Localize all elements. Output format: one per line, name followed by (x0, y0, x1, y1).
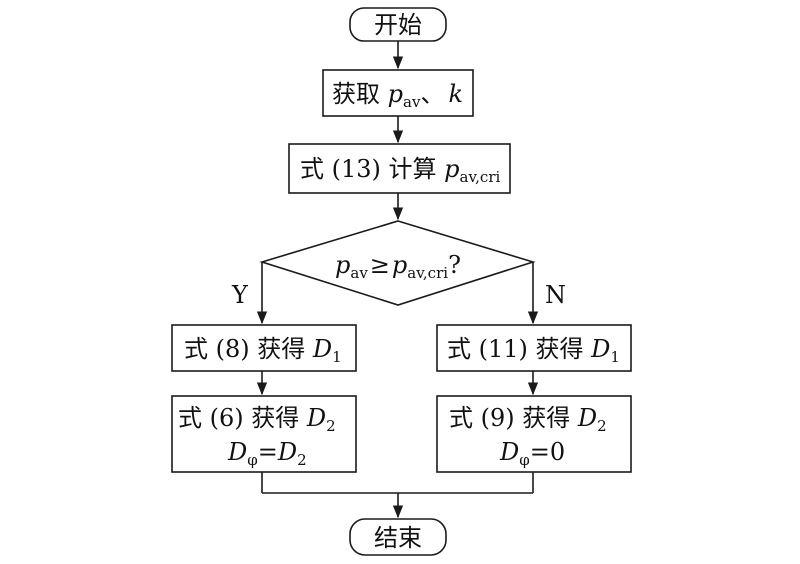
get-params-label: 获取 pav、k (332, 80, 463, 111)
left-d1-box (171, 324, 357, 372)
yes-label: Y (231, 281, 249, 309)
right-d2-line2: Dφ=0 (499, 438, 565, 469)
left-d2-line1: 式 (6) 获得 D2 (178, 404, 336, 435)
left-d1-label: 式 (8) 获得 D1 (184, 335, 342, 366)
left-d2-line2: Dφ=D2 (227, 438, 307, 469)
end-label: 结束 (374, 524, 422, 552)
right-d2-box (436, 395, 632, 473)
left-d2-box (171, 395, 357, 473)
decision-label: pav≥pav,cri? (335, 251, 461, 282)
start-label: 开始 (374, 11, 422, 39)
right-d2-line1: 式 (9) 获得 D2 (449, 404, 607, 435)
no-label: N (545, 281, 566, 309)
get-params-box (322, 69, 474, 117)
compute-label: 式 (13) 计算 pav,cri (300, 155, 501, 186)
compute-box (288, 143, 511, 194)
end-terminal (349, 518, 447, 556)
right-d1-box (436, 324, 632, 372)
right-d1-label: 式 (11) 获得 D1 (447, 335, 620, 366)
decision-diamond (259, 220, 536, 306)
